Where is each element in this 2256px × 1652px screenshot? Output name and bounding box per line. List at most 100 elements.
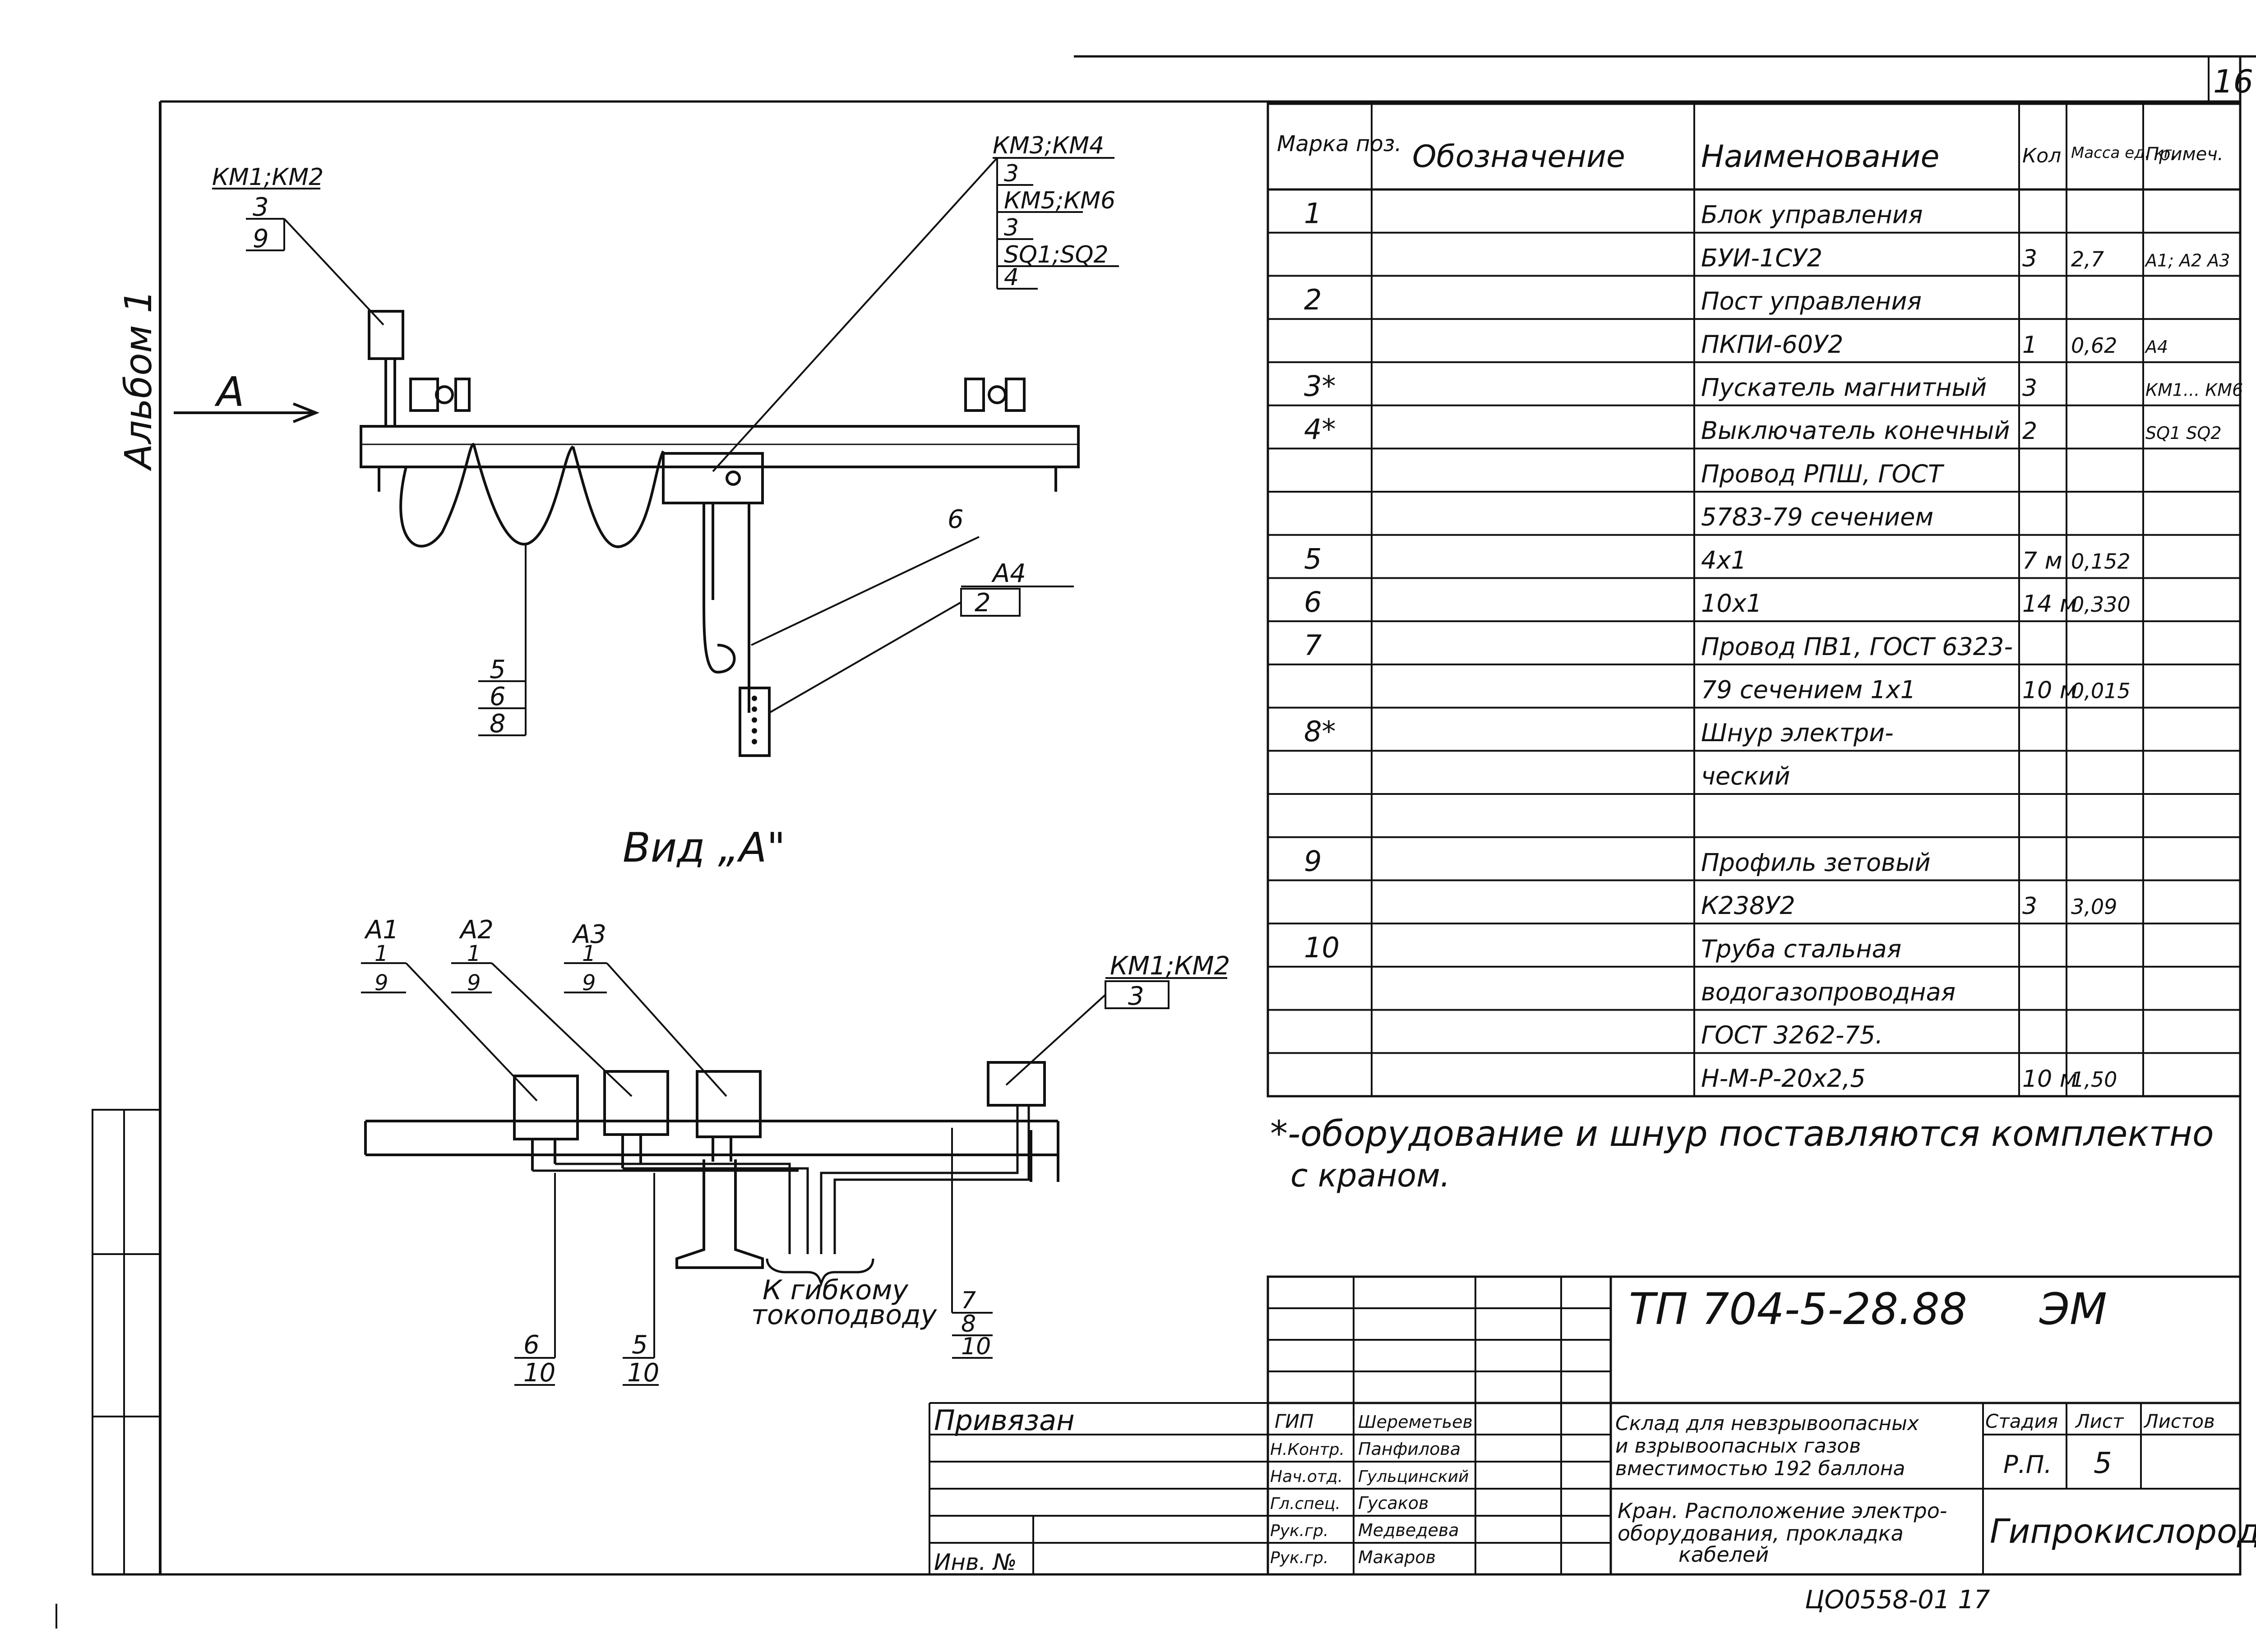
spec-cell: 2	[2022, 418, 2037, 445]
sheet-frame	[55, 55, 2256, 1629]
spec-cell: ГОСТ 3262-75.	[1701, 1021, 1883, 1049]
spec-table-grid	[1267, 102, 2242, 1098]
leader-km3-line5: SQ1;SQ2	[1004, 241, 1109, 268]
spec-cell: Труба стальная	[1701, 935, 1901, 963]
spec-cell: Провод РПШ, ГОСТ	[1701, 460, 1945, 488]
role-gip: ГИП	[1275, 1410, 1313, 1432]
bottom-note: ЦО0558-01 17	[1805, 1585, 1990, 1615]
spec-cell: Шнур электри-	[1701, 719, 1894, 747]
organization: Гипрокислород	[1990, 1512, 2256, 1551]
sheet-title-line3: кабелей	[1678, 1542, 1769, 1567]
leader-5-6-8	[478, 544, 527, 736]
signature-roles: ГИП Н.Контр. Нач.отд. Гл.спец. Рук.гр. Р…	[1270, 1410, 1345, 1567]
leader-km3-line3: КМ5;КМ6	[1004, 187, 1115, 214]
spec-cell: 14 м	[2022, 591, 2077, 618]
spec-cell: 2,7	[2071, 247, 2104, 271]
spec-header-mark: Марка поз.	[1277, 131, 1402, 157]
spec-header-note: Примеч.	[2145, 144, 2224, 165]
spec-cell: 3	[2022, 245, 2037, 272]
spec-cell: 0,015	[2071, 679, 2131, 703]
leader-km3-line4: 3	[1004, 214, 1019, 241]
spec-cell: Провод ПВ1, ГОСТ 6323-	[1701, 632, 2013, 661]
spec-cell: 3	[2022, 375, 2037, 402]
inv-label: Инв. №	[934, 1549, 1017, 1575]
spec-cell: Профиль зетовый	[1701, 848, 1931, 877]
name-2: Панфилова	[1358, 1439, 1461, 1459]
leader-bottom-5-line2: 10	[627, 1358, 659, 1388]
spec-cell: ческий	[1701, 762, 1790, 790]
sheet-title-line1: Кран. Расположение электро-	[1618, 1499, 1947, 1523]
leader-a1-line2: 1	[374, 941, 388, 966]
spec-cell: 6	[1304, 586, 1322, 618]
name-4: Гусаков	[1358, 1493, 1428, 1513]
leader-km1-km2-view-a	[1005, 977, 1227, 1086]
spec-cell: 3,09	[2071, 895, 2117, 919]
spec-cell: БУИ-1СУ2	[1701, 244, 1822, 272]
leader-a2	[451, 962, 633, 1097]
leader-km1-km2-line1: КМ1;КМ2	[212, 164, 324, 191]
leader-bottom-6-line2: 10	[523, 1358, 555, 1388]
spec-cell: 1,50	[2071, 1067, 2117, 1092]
stage-value: Р.П.	[2003, 1450, 2052, 1479]
leader-a3	[564, 962, 727, 1097]
leader-6	[751, 536, 980, 646]
arrow-a-label: А	[214, 369, 245, 416]
spec-cell: 1	[2022, 332, 2037, 359]
spec-cell: 5	[1304, 542, 1322, 575]
flex-note-line2: токоподводу	[751, 1299, 938, 1331]
name-6: Макаров	[1358, 1547, 1436, 1567]
leader-bottom-5-line1: 5	[632, 1330, 648, 1360]
leader-km3-sq2	[712, 157, 1119, 472]
spec-cell: 8*	[1304, 715, 1336, 748]
spec-cell: 10	[1304, 931, 1340, 964]
page-number: 16	[2213, 63, 2253, 100]
bound-label: Привязан	[934, 1404, 1075, 1437]
leader-a3-line1: А3	[572, 920, 606, 949]
leader-bottom-5	[623, 1173, 659, 1386]
album-label: Альбом 1	[117, 290, 160, 471]
spec-cell: Выключатель конечный	[1701, 416, 2010, 445]
spec-cell: 10х1	[1701, 589, 1762, 618]
leader-bottom-6	[514, 1173, 556, 1386]
leader-km-view-a-line2: 3	[1128, 982, 1144, 1011]
leader-km3-line6: 4	[1004, 264, 1019, 291]
object-title-line3: вместимостью 192 баллона	[1615, 1457, 1905, 1480]
view-a-title: Вид „А"	[623, 824, 786, 872]
spec-cell: 4х1	[1701, 546, 1747, 574]
title-block-grid	[929, 1275, 2242, 1576]
spec-table-row-lines	[1268, 231, 2240, 1054]
leader-km1-km2-line3: 9	[253, 224, 269, 254]
spec-cell: 7 м	[2022, 547, 2062, 574]
side-stamp-strip	[92, 1109, 161, 1575]
spec-cell: 10 м	[2022, 1066, 2077, 1093]
spec-cell: 0,330	[2071, 592, 2131, 617]
sheet-header: Лист	[2075, 1410, 2124, 1432]
sheet-title-line2: оборудования, прокладка	[1618, 1521, 1904, 1546]
spec-cell: КМ1... КМ6	[2145, 380, 2243, 400]
crane-plan-view	[174, 310, 1080, 757]
spec-cell: 5783-79 сечением	[1701, 503, 1933, 531]
doc-code: ТП 704-5-28.88	[1629, 1284, 1967, 1334]
leader-bottom-7-line2: 8	[961, 1311, 976, 1338]
sheets-header: Листов	[2143, 1410, 2215, 1432]
leader-a4-line1: А4	[991, 559, 1026, 588]
name-5: Медведева	[1358, 1520, 1459, 1540]
doc-mark: ЭМ	[2039, 1284, 2107, 1334]
spec-footnote-line1: *-оборудование и шнур поставляются компл…	[1270, 1114, 2214, 1154]
spec-header-mass: Масса ед. кг.	[2071, 144, 2177, 162]
spec-cell: К238У2	[1701, 891, 1795, 920]
spec-cell: 79 сечением 1х1	[1701, 676, 1916, 704]
pendant-buttons	[752, 696, 757, 744]
leader-a1-line3: 9	[374, 970, 388, 996]
spec-cell: 2	[1304, 283, 1322, 316]
leader-bottom-7-line1: 7	[961, 1287, 976, 1314]
object-title-line2: и взрывоопасных газов	[1615, 1435, 1861, 1458]
role-ruk-gr-1: Рук.гр.	[1270, 1522, 1328, 1540]
leader-km-view-a-line1: КМ1;КМ2	[1110, 951, 1230, 981]
name-3: Гульцинский	[1358, 1467, 1469, 1486]
leader-km3-line1: КМ3;КМ4	[993, 132, 1104, 159]
spec-cell: Блок управления	[1701, 201, 1923, 229]
role-gl-spec: Гл.спец.	[1270, 1495, 1341, 1513]
